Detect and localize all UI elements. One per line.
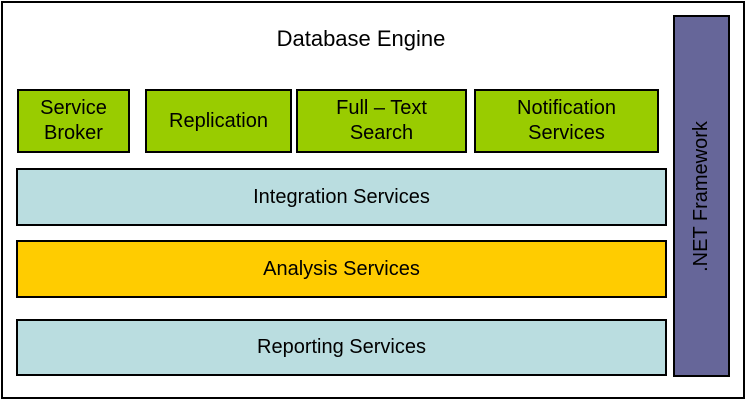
bar-label: Analysis Services	[263, 257, 420, 280]
bar-analysis-services: Analysis Services	[16, 240, 667, 298]
bar-integration-services: Integration Services	[16, 168, 667, 226]
box-label-line: Notification	[517, 97, 616, 119]
box-label-line: Broker	[44, 122, 103, 144]
box-label-line: Services	[528, 122, 605, 144]
bar-reporting-services: Reporting Services	[16, 319, 667, 376]
bar-label: Integration Services	[253, 185, 430, 208]
bar-label: Reporting Services	[257, 336, 426, 358]
box-label-line: Service	[40, 97, 107, 119]
diagram-title: Database Engine	[276, 26, 446, 51]
box-notification-services: Notification Services	[474, 89, 659, 153]
net-framework-label: .NET Framework	[690, 120, 713, 272]
box-service-broker: Service Broker	[17, 89, 130, 153]
box-replication: Replication	[145, 89, 292, 153]
box-full-text-search: Full – Text Search	[296, 89, 467, 153]
box-label-line: Replication	[169, 109, 268, 132]
net-framework-bar: .NET Framework	[673, 15, 730, 377]
box-label-line: Search	[349, 122, 414, 144]
box-label-line: Full – Text	[336, 97, 427, 119]
